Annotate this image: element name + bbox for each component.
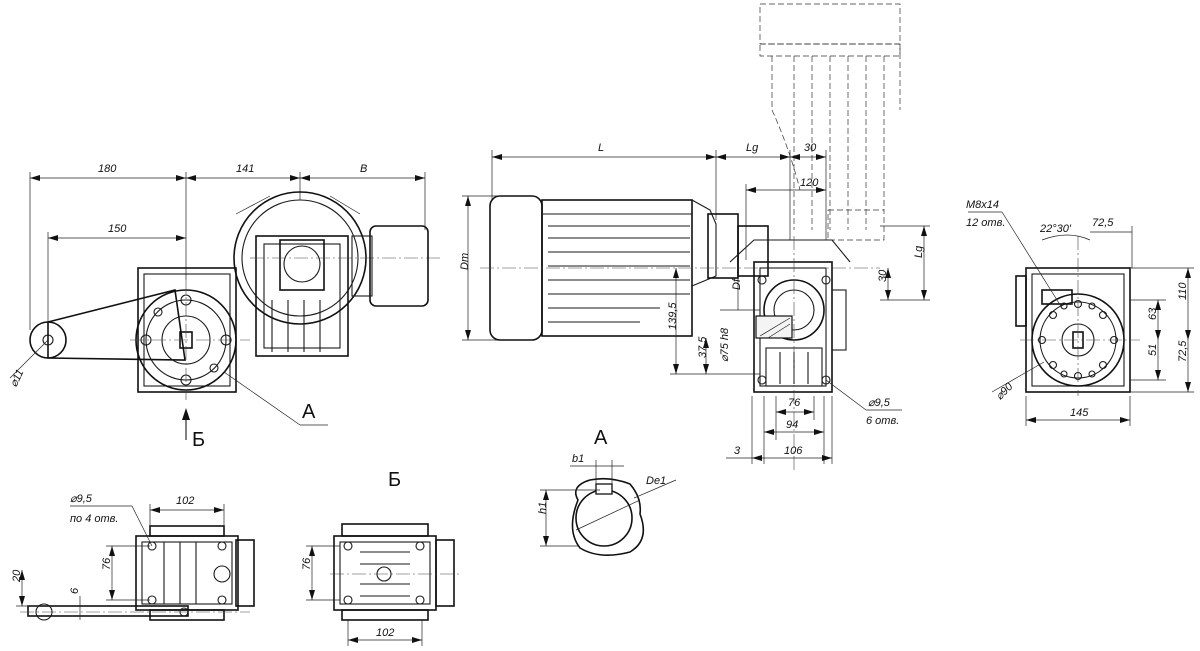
left-view: 180 141 B 150 ⌀11 [8, 163, 440, 451]
shaft-section-a: А De1 b1 h1 [537, 427, 677, 556]
view-label-b: Б [388, 469, 401, 491]
dim-63: 63 [1147, 307, 1159, 320]
dim-72-5-side: 72,5 [1177, 340, 1189, 362]
dim-180: 180 [98, 163, 117, 175]
dim-de1: De1 [646, 475, 666, 487]
dim-4-holes: по 4 отв. [70, 513, 118, 525]
dim-106: 106 [784, 445, 803, 457]
bottom-middle-view: Б 76 102 [301, 469, 460, 646]
center-view: L Lg 30 120 Dm [459, 3, 930, 470]
view-label-b-arrow: Б [192, 429, 205, 451]
dim-d75-h8: ⌀75 h8 [719, 327, 731, 362]
dim-30-side: 30 [877, 269, 889, 282]
dim-72-5-top: 72,5 [1092, 217, 1114, 229]
dim-lg: Lg [746, 142, 759, 154]
view-label-a-section: А [594, 427, 608, 449]
dim-dm: Dm [459, 253, 471, 270]
dim-12-holes: 12 отв. [966, 217, 1005, 229]
dim-51: 51 [1147, 344, 1159, 356]
dim-150: 150 [108, 223, 127, 235]
dim-76-foot: 76 [101, 557, 113, 570]
dim-139-5: 139,5 [667, 302, 679, 330]
dim-30-top: 30 [804, 142, 817, 154]
bottom-left-view: ⌀9,5 по 4 отв. 102 76 20 6 [11, 493, 255, 621]
dim-lg-side: Lg [913, 245, 925, 258]
dim-l: L [598, 142, 604, 154]
dim-102-b: 102 [376, 627, 394, 639]
dim-94: 94 [786, 419, 798, 431]
dim-angle: 22°30' [1039, 223, 1072, 235]
dim-141: 141 [236, 163, 254, 175]
view-label-a-left: А [302, 401, 316, 423]
dim-b: B [360, 163, 367, 175]
dim-df: Df [731, 278, 743, 290]
dim-102-foot: 102 [176, 495, 194, 507]
dim-h1: h1 [537, 502, 549, 514]
dim-d9-5-center: ⌀9,5 [868, 397, 891, 409]
dim-120: 120 [800, 177, 819, 189]
dim-m8x14: M8x14 [966, 199, 999, 211]
dim-b1: b1 [572, 453, 584, 465]
dim-3: 3 [734, 445, 741, 457]
dim-37-5: 37,5 [697, 336, 709, 358]
dim-d9-5-foot: ⌀9,5 [70, 493, 93, 505]
dim-6: 6 [69, 587, 81, 594]
dim-76-center: 76 [788, 397, 801, 409]
dim-6-holes: 6 отв. [866, 415, 899, 427]
dim-145: 145 [1070, 407, 1089, 419]
right-view: M8x14 12 отв. 22°30' 72,5 63 51 110 72,5… [966, 199, 1194, 426]
dim-d90: ⌀90 [994, 380, 1016, 402]
dim-20: 20 [11, 569, 23, 583]
dim-d11: ⌀11 [8, 368, 27, 389]
dim-76-b: 76 [301, 557, 313, 570]
dim-110: 110 [1177, 282, 1189, 300]
